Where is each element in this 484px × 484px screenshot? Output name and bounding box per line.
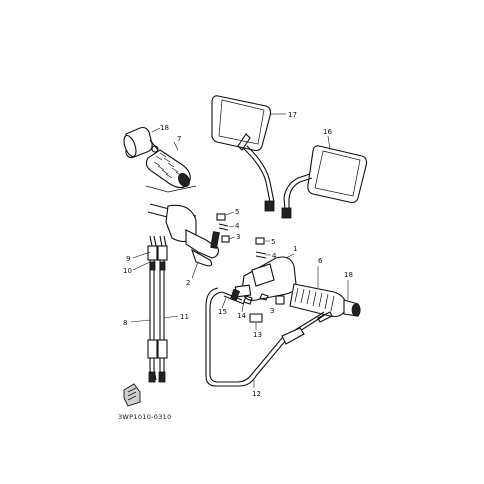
right-small-fasteners — [255, 237, 271, 259]
left-grip-assembly — [123, 126, 197, 193]
callout-8: 8 — [123, 319, 127, 327]
callout-2: 2 — [186, 279, 190, 287]
callout-15: 15 — [218, 308, 227, 316]
callout-4-right: 4 — [272, 252, 277, 260]
callout-1: 1 — [293, 245, 297, 253]
leader-lines — [151, 113, 331, 151]
callout-numbers: 18 7 17 16 5 4 3 5 4 1 6 18 9 10 2 8 11 … — [123, 111, 353, 398]
throttle-housing — [147, 203, 220, 279]
callout-3-left: 3 — [236, 233, 240, 241]
callout-18-right: 18 — [344, 271, 353, 279]
drawing-code: 3WP1010-0310 — [118, 413, 172, 421]
callout-5-left: 5 — [235, 208, 239, 216]
left-small-fasteners — [216, 211, 236, 243]
callout-13: 13 — [253, 331, 262, 339]
clutch-cable — [205, 287, 333, 388]
callout-14: 14 — [237, 312, 246, 320]
cable-adjuster-parts — [221, 288, 263, 330]
throttle-cables — [130, 235, 179, 383]
callout-5-right: 5 — [271, 238, 275, 246]
callout-7: 7 — [177, 135, 181, 143]
right-mirror — [281, 145, 368, 219]
callout-16: 16 — [323, 128, 332, 136]
callout-6: 6 — [318, 257, 323, 265]
callout-12: 12 — [252, 390, 261, 398]
callout-9: 9 — [126, 255, 130, 263]
callout-17: 17 — [288, 111, 297, 119]
callout-11: 11 — [180, 313, 189, 321]
small-clip — [123, 383, 141, 407]
right-switch-and-grip — [234, 253, 361, 318]
callout-10: 10 — [123, 267, 132, 275]
left-mirror — [211, 95, 275, 212]
callout-3-right: 3 — [270, 307, 274, 315]
callout-18-top: 18 — [160, 124, 169, 132]
callout-4-left: 4 — [235, 222, 240, 230]
